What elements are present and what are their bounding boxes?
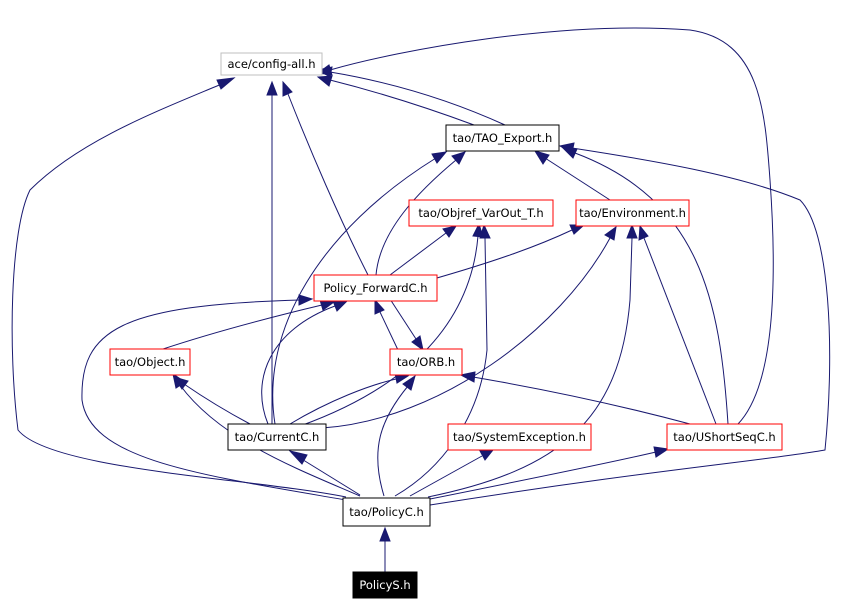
edge-ushortseq-environment bbox=[643, 237, 717, 425]
node-box bbox=[389, 348, 463, 376]
arrowhead bbox=[472, 222, 484, 238]
node-label: tao/TAO_Export.h bbox=[453, 131, 553, 145]
node-label: tao/ORB.h bbox=[397, 355, 455, 369]
edge-taoexport-configall-2 bbox=[329, 71, 506, 126]
edge-policyc-policyforward bbox=[81, 299, 347, 501]
arrowhead bbox=[626, 223, 638, 239]
arrowhead bbox=[479, 449, 495, 461]
arrowhead bbox=[459, 371, 476, 383]
node-label: tao/UShortSeqC.h bbox=[673, 430, 775, 444]
node-policys[interactable]: PolicyS.h bbox=[352, 571, 418, 599]
edge-policyc-currentc bbox=[299, 457, 361, 496]
arrowhead bbox=[288, 450, 308, 465]
edge-currentc-environment bbox=[321, 237, 611, 429]
edge-currentc-orb bbox=[289, 378, 397, 425]
edge-object-policyforward bbox=[159, 304, 323, 351]
node-box bbox=[575, 199, 690, 227]
arrowhead bbox=[442, 225, 458, 238]
edge-policyc-taoexport bbox=[429, 147, 831, 506]
arrowhead bbox=[266, 80, 278, 96]
edge-policyforward-orb bbox=[389, 298, 417, 340]
node-label: tao/PolicyC.h bbox=[349, 505, 424, 519]
edge-currentc-object bbox=[183, 383, 251, 425]
arrowhead bbox=[374, 298, 385, 315]
node-policyc[interactable]: tao/PolicyC.h bbox=[342, 497, 431, 527]
node-label: tao/Object.h bbox=[115, 355, 186, 369]
node-sysexc[interactable]: tao/SystemException.h bbox=[447, 423, 592, 451]
node-box bbox=[447, 423, 592, 451]
arrowhead bbox=[298, 294, 314, 306]
edge-policyforward-taoexport bbox=[375, 159, 457, 276]
node-box bbox=[220, 52, 323, 76]
node-label: tao/Objref_VarOut_T.h bbox=[418, 206, 543, 220]
node-label: tao/Environment.h bbox=[579, 206, 686, 220]
arrowhead bbox=[332, 300, 349, 312]
arrowhead bbox=[282, 80, 293, 97]
node-label: Policy_ForwardC.h bbox=[323, 281, 427, 295]
node-box bbox=[342, 497, 431, 527]
node-box bbox=[227, 423, 327, 451]
arrowhead bbox=[411, 335, 424, 352]
edge-orb-policyforward bbox=[379, 311, 399, 351]
arrowhead bbox=[431, 151, 448, 164]
arrowhead bbox=[561, 147, 578, 159]
node-box bbox=[666, 423, 783, 451]
node-box bbox=[109, 348, 191, 376]
edge-policyc-ushortseq bbox=[429, 451, 657, 500]
arrowhead bbox=[638, 224, 649, 241]
dependency-edges bbox=[11, 27, 831, 572]
edge-policyforward-objref bbox=[389, 232, 447, 276]
edge-ushortseq-taoexport bbox=[574, 152, 729, 425]
arrowhead bbox=[216, 77, 236, 90]
node-label: PolicyS.h bbox=[359, 578, 410, 592]
arrowhead bbox=[172, 376, 189, 390]
edge-policyc-object bbox=[179, 384, 361, 497]
node-currentc[interactable]: tao/CurrentC.h bbox=[227, 423, 327, 451]
edge-policyforward-environment bbox=[429, 229, 573, 281]
edge-policyforward-configall bbox=[287, 93, 369, 276]
arrowhead bbox=[533, 150, 550, 165]
arrowhead bbox=[604, 225, 617, 241]
edge-taoexport-configall bbox=[329, 79, 475, 126]
node-policy-forward[interactable]: Policy_ForwardC.h bbox=[313, 274, 438, 302]
node-orb[interactable]: tao/ORB.h bbox=[389, 348, 463, 376]
edge-ushortseq-orb bbox=[472, 376, 691, 425]
node-box bbox=[352, 571, 418, 599]
edge-policyc-sysexc bbox=[409, 455, 483, 497]
dependency-nodes: ace/config-all.h tao/TAO_Export.h tao/Objr… bbox=[109, 52, 783, 599]
edge-currentc-policyforward bbox=[261, 305, 336, 425]
arrowhead bbox=[379, 526, 391, 542]
node-label: tao/CurrentC.h bbox=[235, 430, 320, 444]
edge-policyc-orb bbox=[377, 385, 409, 497]
edge-ushortseq-configall bbox=[329, 27, 774, 425]
node-label: tao/SystemException.h bbox=[453, 430, 586, 444]
arrowhead bbox=[402, 374, 416, 391]
node-box bbox=[313, 274, 438, 302]
node-tao-export[interactable]: tao/TAO_Export.h bbox=[445, 124, 560, 152]
node-label: ace/config-all.h bbox=[227, 57, 315, 71]
node-ushortseq[interactable]: tao/UShortSeqC.h bbox=[666, 423, 783, 451]
edge-environment-taoexport bbox=[544, 157, 611, 201]
node-config-all[interactable]: ace/config-all.h bbox=[220, 52, 323, 76]
node-object[interactable]: tao/Object.h bbox=[109, 348, 191, 376]
node-box bbox=[445, 124, 560, 152]
arrowhead bbox=[316, 75, 333, 87]
node-box bbox=[408, 199, 554, 227]
edge-policyc-configall bbox=[11, 82, 347, 498]
arrowhead bbox=[451, 151, 466, 165]
node-environment[interactable]: tao/Environment.h bbox=[575, 199, 690, 227]
node-objref-varout[interactable]: tao/Objref_VarOut_T.h bbox=[408, 199, 554, 227]
arrowhead bbox=[653, 446, 670, 458]
edge-currentc-taoexport bbox=[272, 157, 437, 425]
